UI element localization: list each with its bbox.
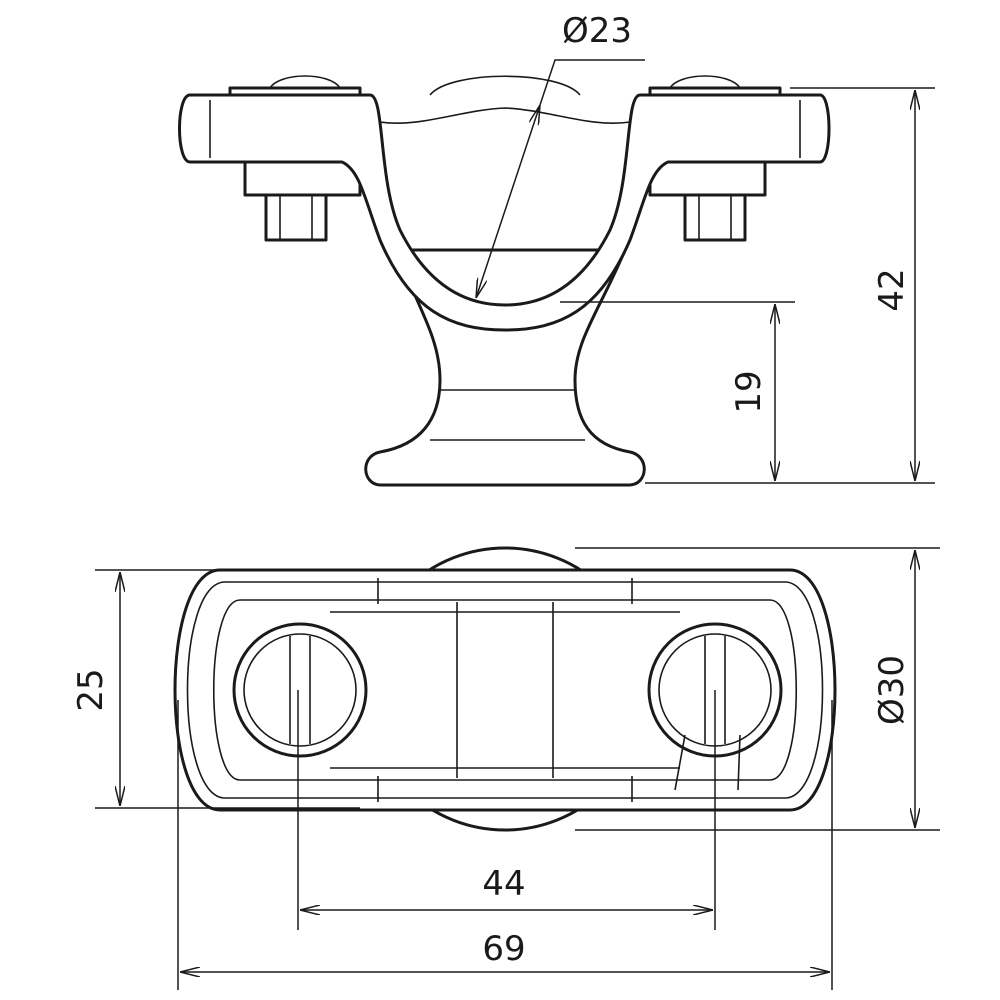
dim-bolt-spacing: 44 (482, 864, 525, 904)
dim-total-height: 42 (872, 268, 912, 311)
top-dimensions: 25 Ø30 44 69 (71, 547, 940, 990)
right-bolt (683, 188, 747, 242)
dim-total-length: 69 (482, 929, 525, 969)
front-view (178, 75, 831, 487)
clamp-body (178, 93, 831, 332)
dim-base-height: 19 (729, 370, 769, 413)
left-bolt (264, 188, 328, 242)
top-view (173, 546, 837, 832)
dim-diameter-base: Ø30 (872, 655, 912, 725)
front-dimensions: Ø23 42 19 (476, 11, 935, 484)
clamp-plate (173, 568, 837, 812)
dim-diameter-pipe: Ø23 (562, 11, 632, 51)
dim-width: 25 (71, 668, 111, 711)
left-screw (232, 622, 368, 758)
